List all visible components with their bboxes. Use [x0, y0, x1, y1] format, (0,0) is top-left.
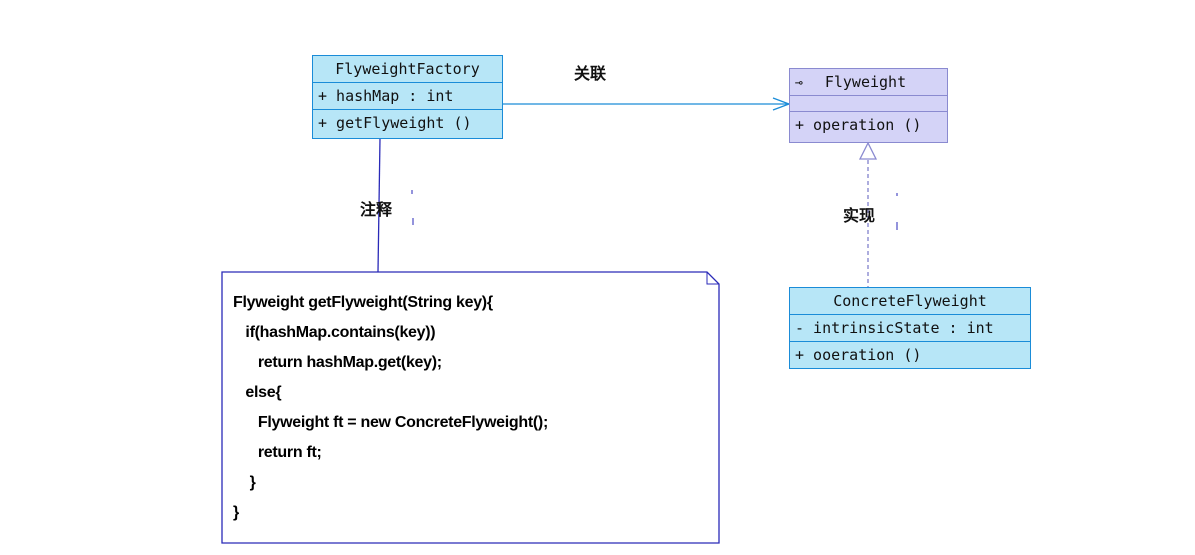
interface-icon: ⊸ [795, 76, 803, 91]
note-shape[interactable] [221, 271, 720, 544]
class-attribute: + hashMap : int [313, 83, 502, 110]
association-label: 关联 [574, 64, 607, 83]
note-connector-line[interactable] [377, 137, 381, 273]
realization-label: 实现 [843, 206, 876, 225]
interface-attributes-section [790, 96, 947, 112]
flyweight-interface[interactable]: ⊸ Flyweight + operation () [789, 68, 948, 143]
note-label: 注释 [360, 200, 393, 219]
class-name: FlyweightFactory [313, 56, 502, 83]
class-name: ConcreteFlyweight [790, 288, 1030, 315]
code-line: return ft; [233, 444, 322, 461]
code-line: Flyweight ft = new ConcreteFlyweight(); [233, 414, 548, 431]
class-attribute: - intrinsicState : int [790, 315, 1030, 342]
class-operation: + ooeration () [795, 346, 922, 364]
note-code: Flyweight getFlyweight(String key){ if(h… [233, 288, 548, 528]
interface-operation: + operation () [795, 116, 922, 134]
code-line: return hashMap.get(key); [233, 354, 442, 371]
code-line: Flyweight getFlyweight(String key){ [233, 294, 493, 311]
concrete-flyweight-class[interactable]: ConcreteFlyweight - intrinsicState : int… [789, 287, 1031, 369]
code-line: if(hashMap.contains(key)) [233, 324, 436, 341]
flyweight-factory-class[interactable]: FlyweightFactory + hashMap : int + getFl… [312, 55, 503, 139]
note-fold [706, 272, 719, 285]
code-line: else{ [233, 384, 282, 401]
code-line: } [233, 474, 256, 491]
interface-name: Flyweight [824, 73, 907, 91]
realization-arrowhead [858, 141, 878, 160]
interface-header: ⊸ Flyweight [790, 69, 947, 96]
code-line: } [233, 504, 239, 521]
class-operation: + getFlyweight () [318, 114, 472, 132]
